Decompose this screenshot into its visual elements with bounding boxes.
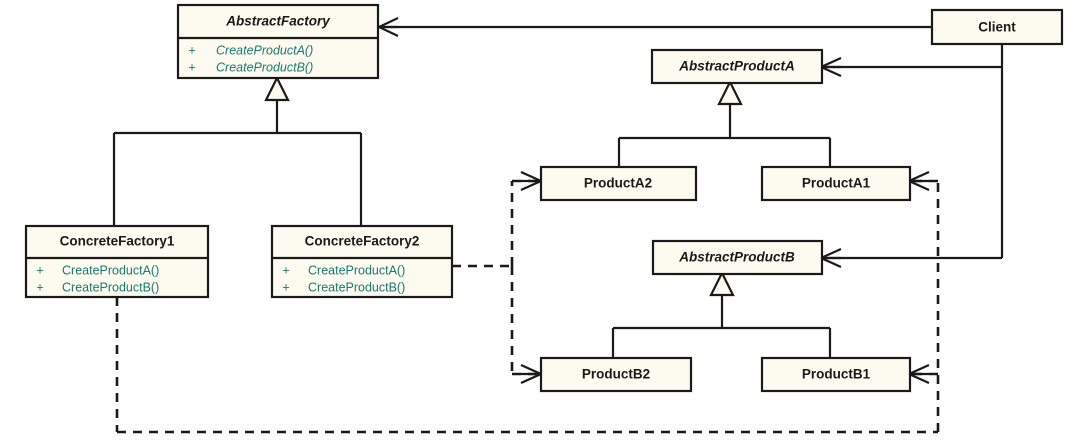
class-title-product-b-1: ProductB1: [802, 367, 871, 382]
edge-client-to-abstractfactory: [376, 17, 932, 37]
class-box-abstract-factory[interactable]: AbstractFactory + CreateProductA() + Cre…: [176, 3, 380, 80]
class-title-product-a-2: ProductA2: [584, 176, 652, 191]
edge-generalization-productb: [611, 270, 832, 358]
edge-dependency-factory1-products: [115, 170, 940, 434]
edge-client-to-abstractproductb: [818, 247, 1002, 269]
class-box-abstract-product-b[interactable]: AbstractProductB: [651, 239, 824, 276]
member-visibility-abstract-factory-0: +: [188, 43, 195, 57]
member-signature-concrete-factory-2-0: CreateProductA(): [308, 263, 405, 277]
member-signature-concrete-factory-2-1: CreateProductB(): [308, 280, 405, 294]
class-title-concrete-factory-2: ConcreteFactory2: [305, 234, 420, 249]
member-visibility-abstract-factory-1: +: [188, 60, 195, 74]
class-box-concrete-factory-1[interactable]: ConcreteFactory1 + CreateProductA() + Cr…: [24, 224, 210, 299]
edge-dependency-factory2-products: [452, 170, 544, 385]
class-title-abstract-product-b: AbstractProductB: [678, 250, 795, 265]
class-title-abstract-product-a: AbstractProductA: [678, 59, 795, 74]
class-box-product-a-1[interactable]: ProductA1: [760, 165, 912, 202]
member-signature-abstract-factory-1: CreateProductB(): [216, 60, 313, 74]
edge-generalization-factories: [112, 75, 363, 226]
class-title-product-a-1: ProductA1: [802, 176, 871, 191]
class-title-product-b-2: ProductB2: [582, 367, 650, 382]
member-signature-abstract-factory-0: CreateProductA(): [216, 43, 313, 57]
member-signature-concrete-factory-1-0: CreateProductA(): [62, 263, 159, 277]
class-box-concrete-factory-2[interactable]: ConcreteFactory2 + CreateProductA() + Cr…: [270, 224, 454, 299]
class-title-client: Client: [978, 20, 1016, 35]
member-visibility-concrete-factory-1-1: +: [36, 280, 43, 294]
class-title-concrete-factory-1: ConcreteFactory1: [60, 234, 175, 249]
class-box-abstract-product-a[interactable]: AbstractProductA: [650, 48, 824, 85]
member-signature-concrete-factory-1-1: CreateProductB(): [62, 280, 159, 294]
class-box-product-b-2[interactable]: ProductB2: [539, 356, 693, 393]
member-visibility-concrete-factory-1-0: +: [36, 263, 43, 277]
edge-client-to-abstractproducta: [818, 56, 1002, 78]
class-box-client[interactable]: Client: [930, 8, 1064, 46]
class-box-product-b-1[interactable]: ProductB1: [760, 356, 912, 393]
member-visibility-concrete-factory-2-1: +: [282, 280, 289, 294]
member-visibility-concrete-factory-2-0: +: [282, 263, 289, 277]
class-box-product-a-2[interactable]: ProductA2: [539, 165, 698, 202]
edge-generalization-producta: [617, 79, 832, 168]
class-title-abstract-factory: AbstractFactory: [225, 14, 331, 29]
